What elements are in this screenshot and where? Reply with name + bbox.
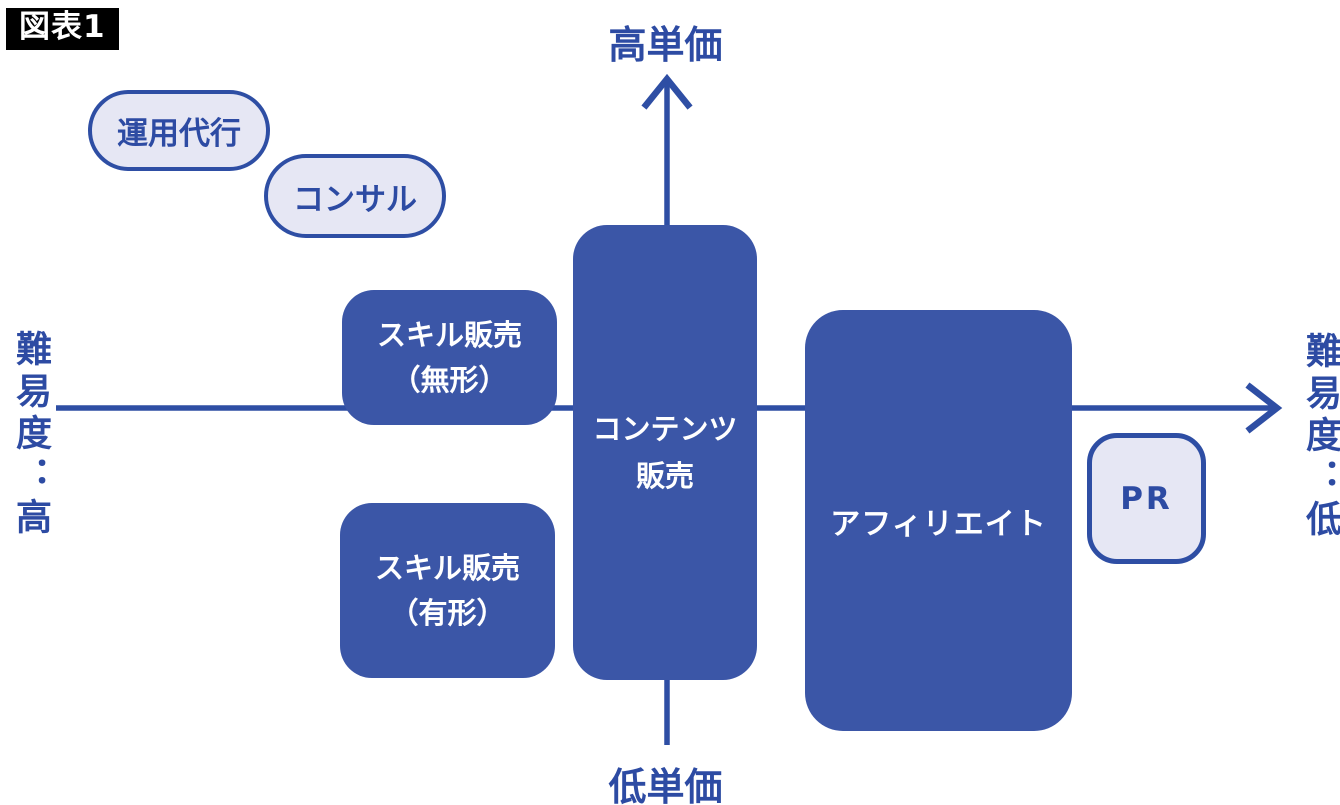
node-consulting: コンサル	[264, 154, 446, 238]
node-pr-label: PR	[1120, 480, 1173, 517]
node-skill-sales-intangible: スキル販売 （無形）	[342, 290, 557, 425]
node-content-sales-label-line2: 販売	[635, 458, 694, 493]
node-skill-sales-tangible-label-line2: （有形）	[389, 595, 506, 630]
axis-label-difficulty-low: 難易度：低	[1300, 332, 1340, 542]
node-affiliate-label: アフィリエイト	[830, 506, 1047, 542]
node-operation-agency: 運用代行	[88, 90, 270, 171]
right-arrow-icon	[1245, 382, 1283, 434]
node-skill-sales-tangible: スキル販売 （有形）	[340, 503, 555, 678]
node-content-sales-label-line1: コンテンツ	[592, 412, 738, 447]
axis-label-high-price: 高単価	[608, 23, 723, 67]
node-consulting-label: コンサル	[293, 181, 417, 218]
node-affiliate: アフィリエイト	[805, 310, 1072, 731]
axis-label-difficulty-high: 難易度：高	[10, 330, 51, 540]
node-content-sales: コンテンツ 販売	[573, 225, 757, 680]
figure-label: 図表1	[6, 8, 119, 50]
node-operation-agency-label: 運用代行	[117, 116, 241, 152]
axis-label-low-price: 低単価	[608, 765, 723, 805]
up-arrow-icon	[641, 73, 693, 110]
node-skill-sales-tangible-label-line1: スキル販売	[374, 551, 520, 586]
node-skill-sales-intangible-label-line1: スキル販売	[376, 318, 522, 353]
node-pr: PR	[1087, 433, 1206, 564]
node-skill-sales-intangible-label-line2: （無形）	[391, 362, 508, 397]
